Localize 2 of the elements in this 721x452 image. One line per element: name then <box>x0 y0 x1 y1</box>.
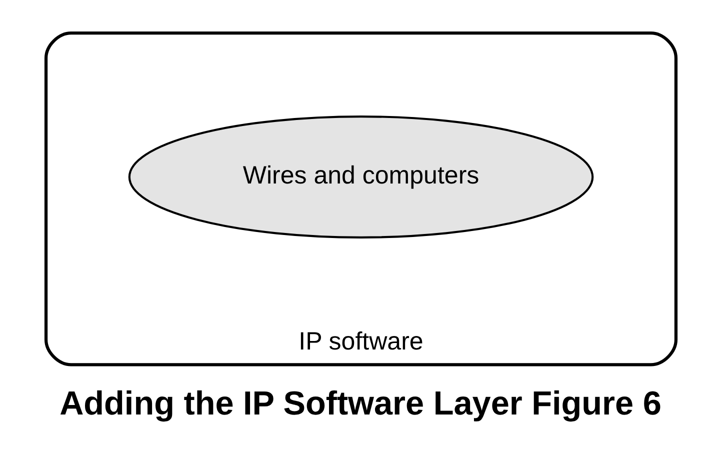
node-ellipse: Wires and computers <box>128 116 594 238</box>
caption: Adding the IP Software Layer Figure 6 <box>59 385 661 422</box>
